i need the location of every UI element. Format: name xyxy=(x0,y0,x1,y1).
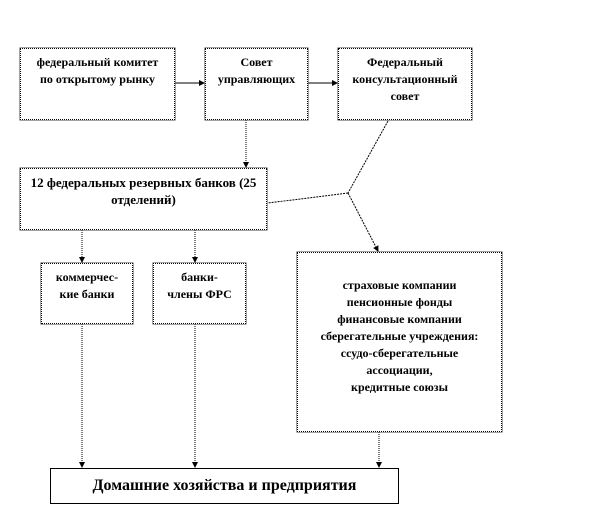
node-fomc: федеральный комитет по открытому рынку xyxy=(20,48,175,120)
node-text: Федеральный xyxy=(367,55,443,69)
node-households: Домашние хозяйства и предприятия xyxy=(50,468,399,504)
node-board: Совет управляющих xyxy=(205,48,308,120)
node-text: кредитные союзы xyxy=(351,380,448,394)
node-member-banks: банки- члены ФРС xyxy=(153,263,246,324)
node-text: отделений) xyxy=(111,192,176,207)
node-text: страховые компании xyxy=(342,278,457,292)
node-text: банки- xyxy=(181,270,218,284)
line-junction-to-reserve xyxy=(267,192,349,204)
node-text: 12 федеральных резервных банков (25 xyxy=(30,175,257,190)
node-text: консультационный xyxy=(352,72,458,86)
node-text: управляющих xyxy=(217,72,296,86)
node-text: пенсионные фонды xyxy=(346,295,453,309)
node-text: по открытому рынку xyxy=(40,72,155,86)
node-text: федеральный комитет xyxy=(36,55,159,69)
node-commercial-banks: коммерчес- кие банки xyxy=(41,263,133,324)
node-text: кие банки xyxy=(59,287,115,301)
node-reserve-banks: 12 федеральных резервных банков (25 отде… xyxy=(20,168,267,230)
node-advisory-council: Федеральный консультационный совет xyxy=(338,48,472,120)
node-text: Домашние хозяйства и предприятия xyxy=(92,477,357,494)
node-text: сберегательные учреждения: xyxy=(320,329,479,343)
node-text: коммерчес- xyxy=(55,270,119,284)
node-text: члены ФРС xyxy=(167,287,232,301)
node-text: ссудо-сберегательные xyxy=(340,346,459,360)
line-advisory-to-junction xyxy=(347,120,389,194)
node-text: финансовые компании xyxy=(337,312,462,326)
node-text: совет xyxy=(390,89,420,103)
node-text: ассоциации, xyxy=(366,363,433,377)
arrow-junction-to-nonbank xyxy=(347,192,379,252)
node-nonbank-institutions: страховые компании пенсионные фонды фина… xyxy=(297,252,502,432)
node-text: Совет xyxy=(240,55,273,69)
